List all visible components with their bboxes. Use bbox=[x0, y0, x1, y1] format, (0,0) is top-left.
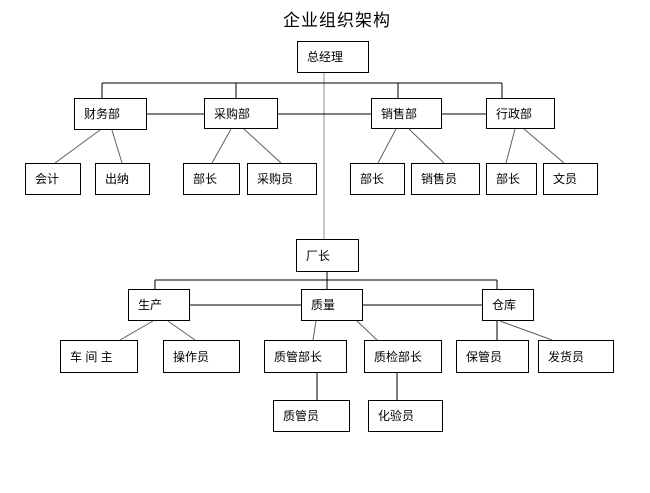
node-purchasing-dept: 采购部 bbox=[204, 98, 278, 129]
node-factory-director: 厂长 bbox=[296, 239, 359, 272]
connector bbox=[505, 128, 516, 164]
node-purchasing-chief: 部长 bbox=[183, 163, 240, 195]
node-storekeeper: 保管员 bbox=[456, 340, 529, 373]
node-purchaser: 采购员 bbox=[247, 163, 317, 195]
node-label: 销售员 bbox=[421, 172, 458, 186]
node-workshop-head: 车 间 主 bbox=[60, 340, 138, 373]
connector bbox=[523, 128, 565, 164]
node-label: 厂长 bbox=[306, 248, 331, 263]
connector bbox=[377, 128, 397, 164]
node-clerk: 文员 bbox=[543, 163, 598, 195]
node-operator: 操作员 bbox=[163, 340, 240, 373]
node-qc-staff: 质管员 bbox=[273, 400, 350, 432]
node-sales-dept: 销售部 bbox=[371, 98, 442, 129]
node-finance-dept: 财务部 bbox=[74, 98, 147, 130]
node-admin-dept: 行政部 bbox=[486, 98, 555, 129]
node-sales-chief: 部长 bbox=[350, 163, 405, 195]
node-label: 化验员 bbox=[378, 409, 415, 423]
node-label: 行政部 bbox=[496, 106, 533, 121]
node-label: 保管员 bbox=[466, 349, 503, 364]
node-label: 质管部长 bbox=[274, 349, 323, 364]
node-label: 会计 bbox=[35, 172, 60, 186]
node-qc-manager: 质管部长 bbox=[264, 340, 347, 373]
connector bbox=[111, 129, 123, 164]
node-general-manager: 总经理 bbox=[297, 41, 369, 73]
connector bbox=[211, 128, 232, 164]
node-label: 采购员 bbox=[257, 172, 294, 186]
node-label: 发货员 bbox=[548, 349, 585, 364]
page-title: 企业组织架构 bbox=[283, 11, 391, 30]
node-cashier: 出纳 bbox=[95, 163, 150, 195]
node-admin-chief: 部长 bbox=[486, 163, 537, 195]
node-label: 总经理 bbox=[307, 50, 344, 64]
connector bbox=[54, 129, 101, 164]
node-label: 生产 bbox=[138, 298, 163, 312]
node-label: 出纳 bbox=[105, 172, 130, 186]
connector bbox=[167, 320, 196, 341]
connector bbox=[499, 320, 553, 341]
node-qa-manager: 质检部长 bbox=[364, 340, 442, 373]
node-label: 质量 bbox=[311, 298, 336, 312]
node-label: 车 间 主 bbox=[70, 349, 113, 364]
node-salesperson: 销售员 bbox=[411, 163, 480, 195]
connector bbox=[356, 320, 378, 341]
node-label: 财务部 bbox=[84, 107, 121, 121]
node-label: 采购部 bbox=[214, 106, 251, 121]
connector bbox=[312, 320, 317, 341]
connector bbox=[119, 320, 154, 341]
node-production: 生产 bbox=[128, 289, 190, 321]
node-lab-tester: 化验员 bbox=[368, 400, 443, 432]
node-accountant: 会计 bbox=[25, 163, 81, 195]
node-label: 销售部 bbox=[381, 106, 418, 121]
node-label: 操作员 bbox=[173, 349, 210, 364]
node-label: 部长 bbox=[360, 172, 385, 186]
connector bbox=[243, 128, 282, 164]
node-label: 文员 bbox=[553, 172, 578, 186]
node-label: 质检部长 bbox=[374, 349, 423, 364]
node-shipper: 发货员 bbox=[538, 340, 614, 373]
node-label: 部长 bbox=[193, 172, 218, 186]
node-label: 质管员 bbox=[283, 409, 320, 423]
connector bbox=[408, 128, 445, 164]
node-label: 仓库 bbox=[492, 298, 517, 312]
node-label: 部长 bbox=[496, 172, 521, 186]
node-quality: 质量 bbox=[301, 289, 363, 321]
node-warehouse: 仓库 bbox=[482, 289, 534, 321]
